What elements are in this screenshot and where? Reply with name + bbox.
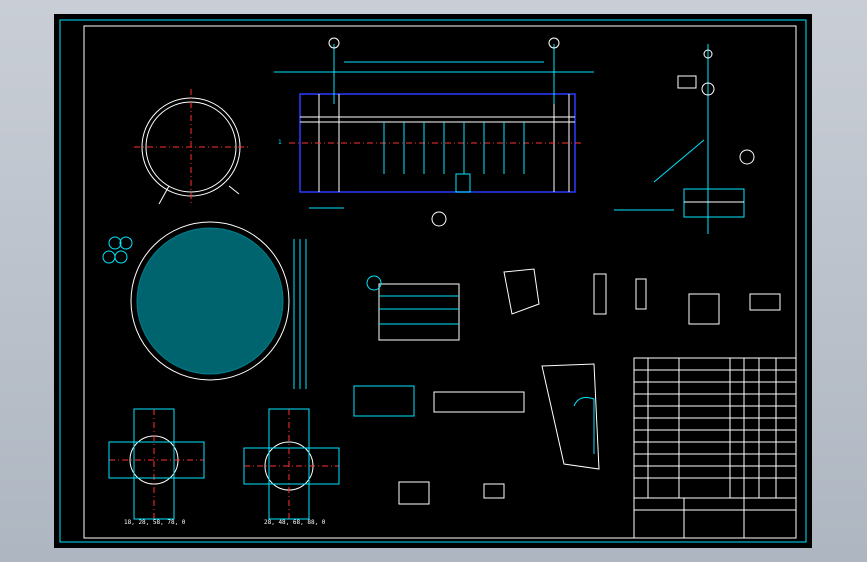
bolt-details — [353, 363, 600, 505]
title-block — [633, 497, 797, 539]
shell-cross-section — [134, 89, 249, 206]
nozzle-detail-right — [614, 44, 755, 234]
tube-count-label: 1 — [278, 139, 282, 146]
tubesheet-layout — [130, 221, 307, 389]
exchanger-elevation — [274, 37, 594, 209]
section-label-right: 28, 48, 68, 88, 0 — [264, 519, 326, 526]
tube-pitch-detail — [102, 236, 133, 264]
bom-table — [633, 357, 797, 499]
drawing-canvas — [59, 19, 807, 543]
flange-detail-middle — [366, 211, 540, 341]
drawing-sheet[interactable]: 18, 28, 58, 78, 0 28, 48, 68, 88, 0 1 — [54, 14, 812, 548]
cross-detail-right — [243, 408, 340, 520]
inner-frame — [83, 25, 797, 539]
section-label-left: 18, 28, 58, 78, 0 — [124, 519, 186, 526]
outer-frame — [59, 19, 807, 543]
section-details-right — [593, 273, 781, 325]
cross-detail-left — [108, 408, 205, 520]
